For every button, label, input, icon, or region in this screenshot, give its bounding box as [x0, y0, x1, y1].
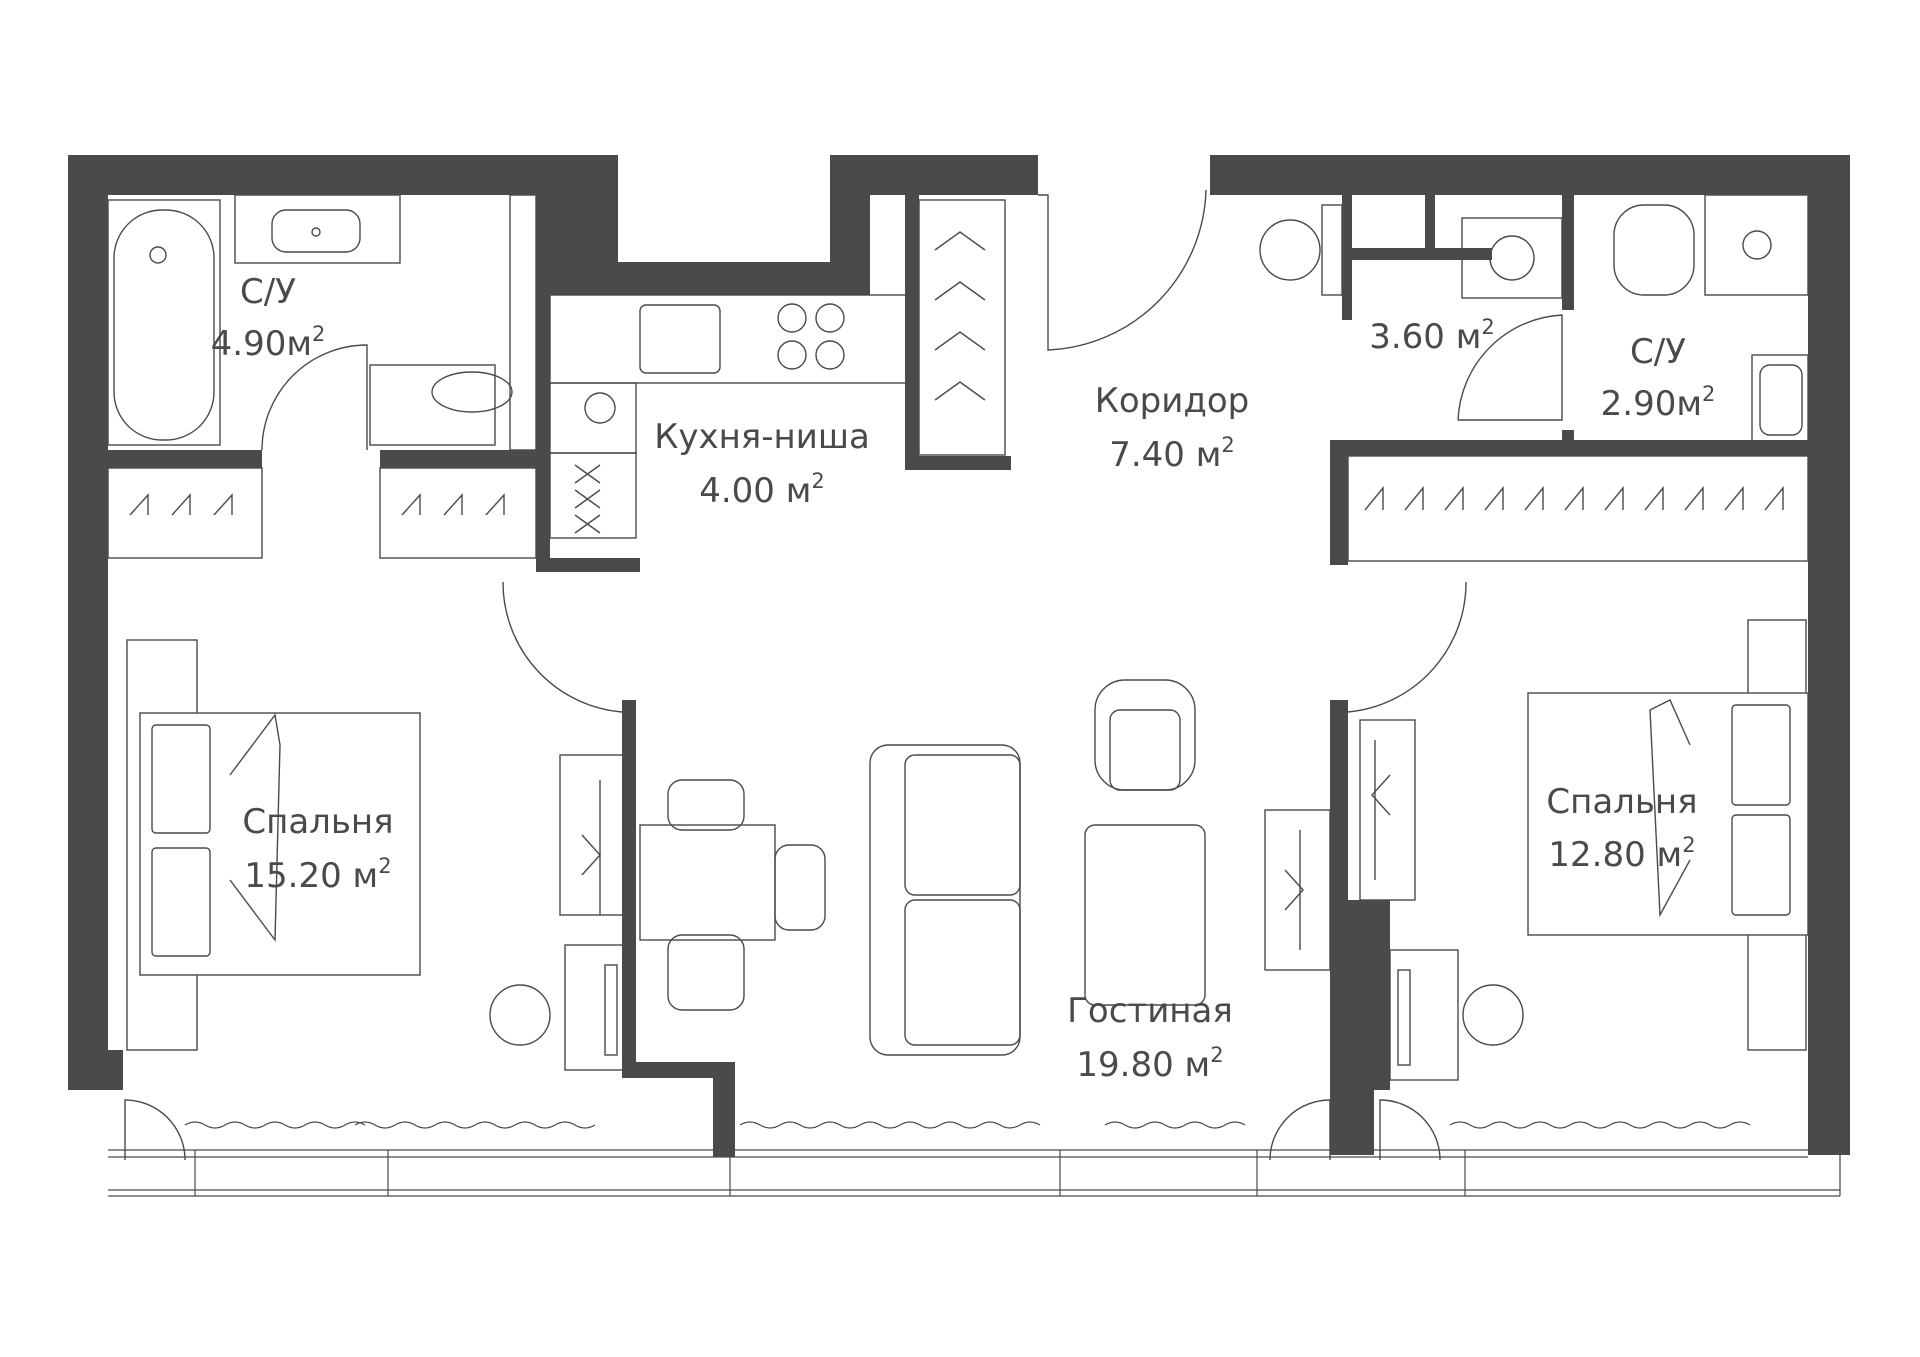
room-area-bath-right: 2.90м2 [1601, 382, 1716, 424]
room-label-bath-right: С/У [1630, 332, 1686, 372]
room-area-bath-left: 4.90м2 [211, 322, 326, 364]
bedroom-left-furniture [126, 639, 625, 1071]
kitchen-fixtures [549, 294, 911, 539]
room-labels: С/У 4.90м2 Кухня-ниша 4.00 м2 Коридор 7.… [211, 272, 1716, 1085]
room-label-bedroom-left: Спальня [242, 802, 393, 842]
room-label-corridor: Коридор [1095, 381, 1250, 421]
bedroom-right-furniture [1264, 619, 1809, 1081]
room-label-bedroom-right: Спальня [1546, 782, 1697, 822]
room-area-bedroom-right: 12.80 м2 [1548, 833, 1695, 875]
room-label-bath-left: С/У [240, 272, 296, 312]
left-bathroom-fixtures [107, 194, 537, 451]
room-area-bedroom-left: 15.20 м2 [244, 854, 391, 896]
room-area-living: 19.80 м2 [1076, 1043, 1223, 1085]
living-furniture [639, 679, 1206, 1056]
room-label-kitchen: Кухня-ниша [654, 417, 870, 457]
room-area-laundry: 3.60 м2 [1369, 315, 1495, 357]
wardrobes [107, 199, 1809, 562]
room-area-kitchen: 4.00 м2 [699, 469, 825, 511]
walls [68, 155, 1850, 1157]
windows [108, 1099, 1841, 1197]
room-label-living: Гостиная [1067, 991, 1233, 1031]
room-area-corridor: 7.40 м2 [1109, 433, 1235, 475]
right-utility-fixtures [1259, 194, 1809, 446]
doors [261, 189, 1563, 713]
